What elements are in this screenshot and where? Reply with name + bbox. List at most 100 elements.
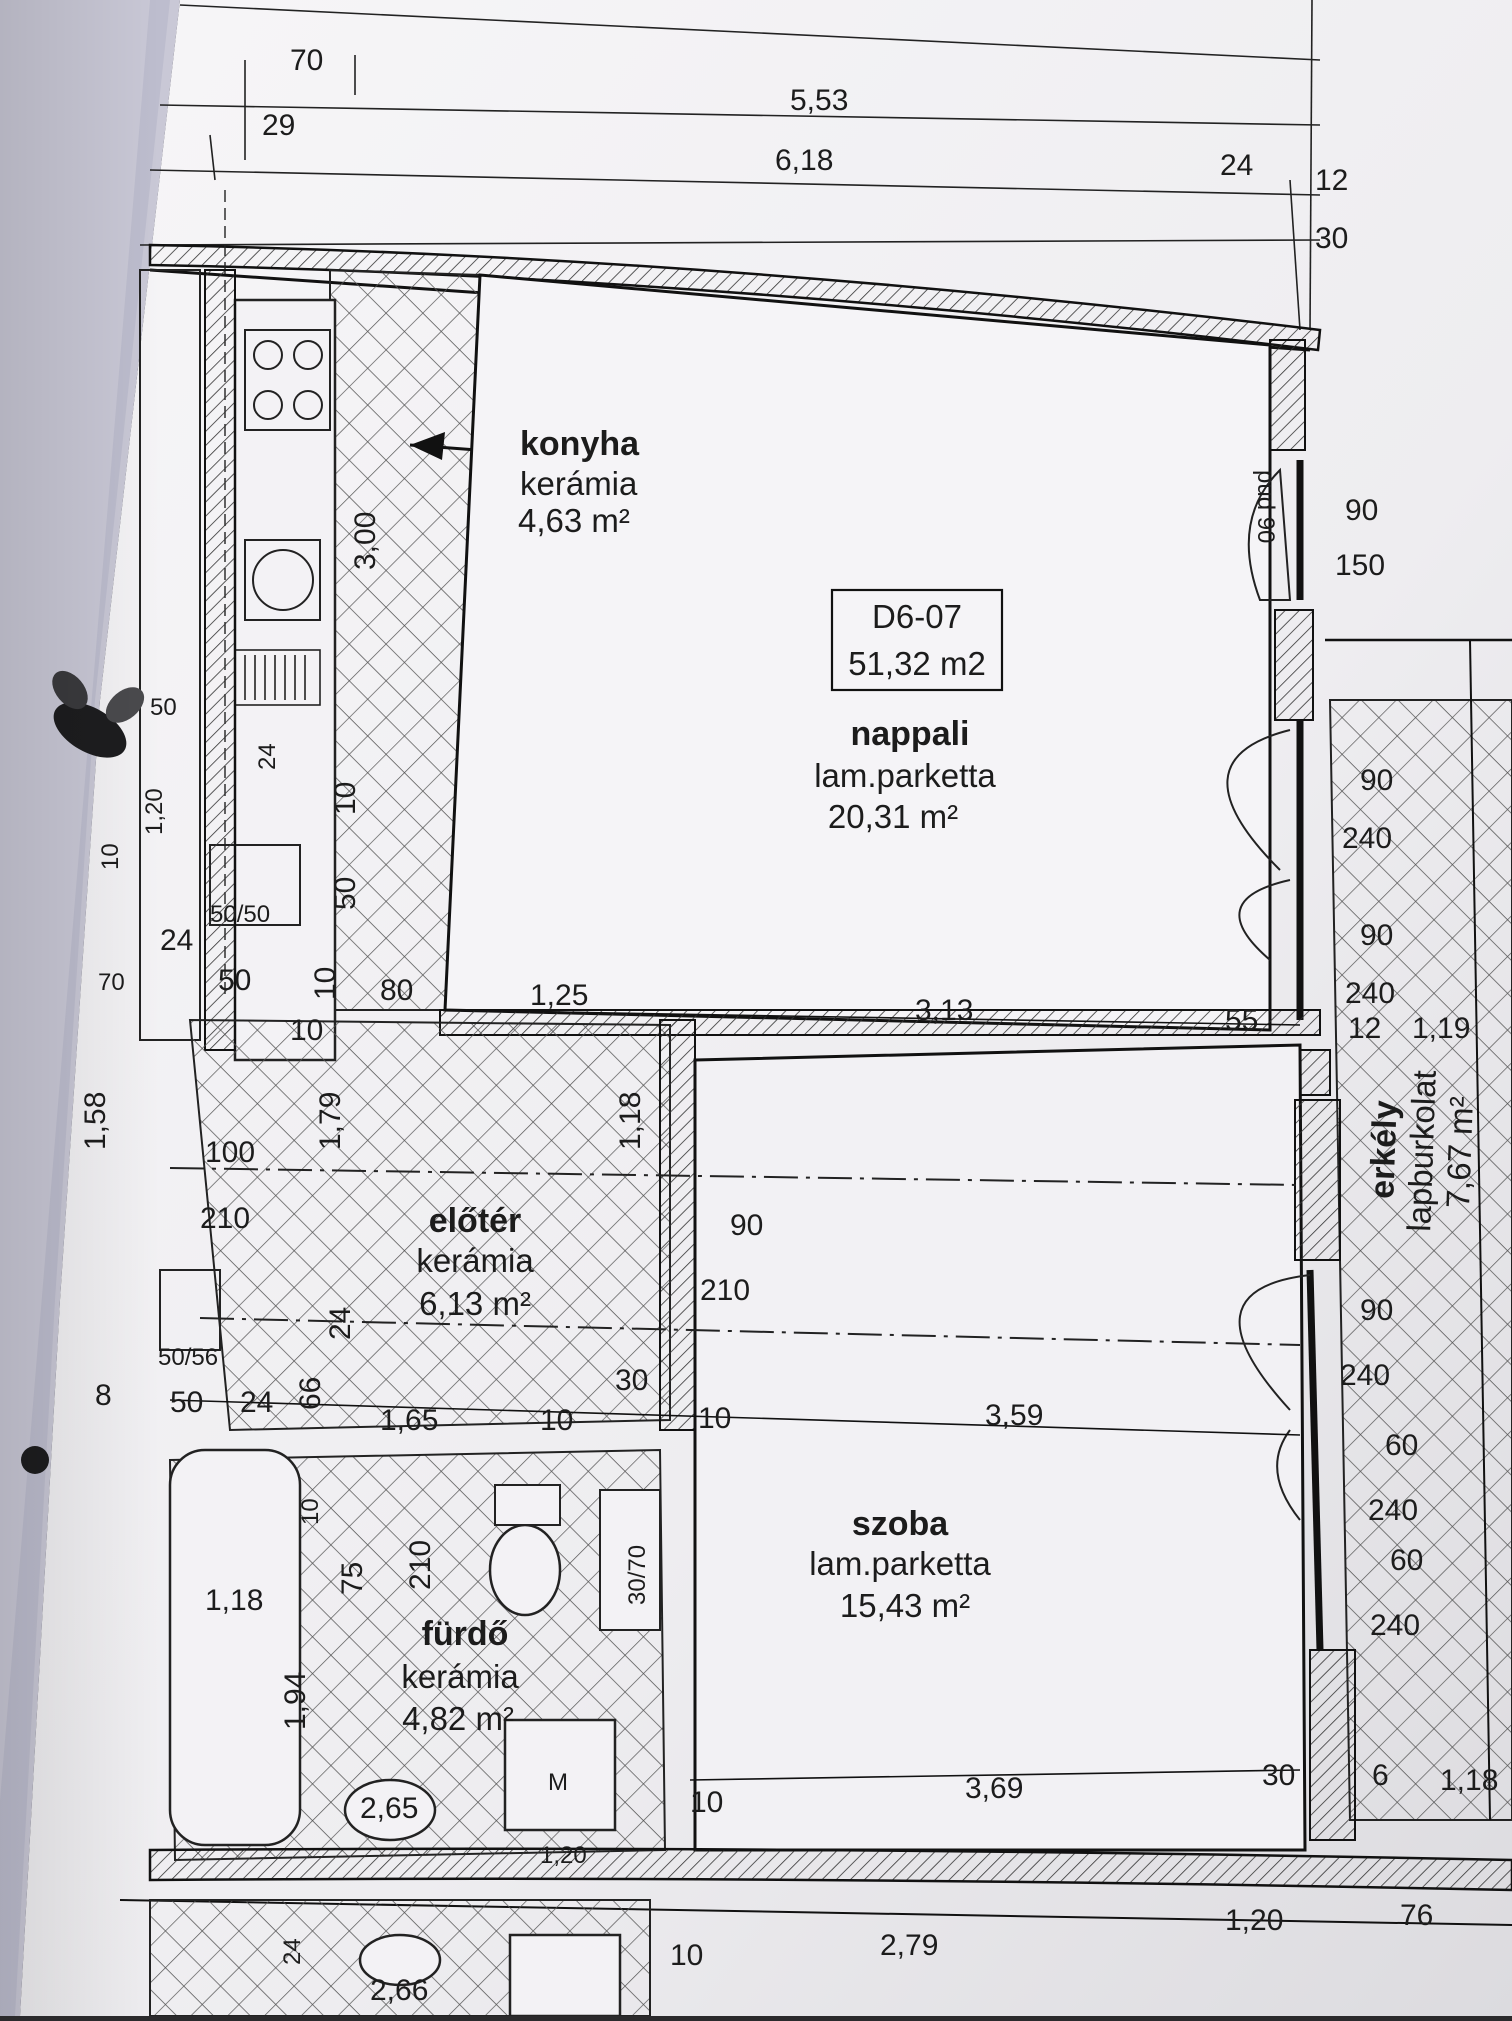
dim-hall-30: 30 xyxy=(615,1364,648,1397)
dim-bed-240: 240 xyxy=(1340,1359,1390,1392)
dim-top-553: 5,53 xyxy=(790,84,848,117)
room-floor-nappali: lam.parketta xyxy=(814,757,996,794)
dim-mid-119: 1,19 xyxy=(1412,1012,1470,1045)
room-name-furdo: fürdő xyxy=(422,1615,509,1653)
room-name-nappali: nappali xyxy=(850,715,969,753)
room-name-eloter: előtér xyxy=(429,1202,522,1240)
room-area-furdo: 4,82 m² xyxy=(402,1700,514,1737)
arrow-icon xyxy=(410,432,445,460)
room-floor-erkely: lapburkolat xyxy=(1400,1070,1443,1233)
dim-bath-165: 1,65 xyxy=(380,1404,438,1437)
dim-top-30: 30 xyxy=(1315,222,1348,255)
dim-left-179: 1,79 xyxy=(314,1092,347,1150)
dim-window-150: 150 xyxy=(1335,549,1385,582)
room-area-nappali: 20,31 m² xyxy=(828,798,958,835)
dim-door-240b: 240 xyxy=(1345,977,1395,1010)
dim-door-90b: 90 xyxy=(1360,919,1393,952)
bathtub-icon xyxy=(168,1448,302,1847)
stove-icon xyxy=(244,329,331,431)
room-name-konyha: konyha xyxy=(520,425,640,463)
dim-bath-10b: 10 xyxy=(698,1402,731,1435)
dim-kitchen-300: 3,00 xyxy=(349,512,382,570)
room-area-szoba: 15,43 m² xyxy=(840,1587,970,1624)
dim-left-210: 210 xyxy=(200,1202,250,1235)
dim-bed-60a: 60 xyxy=(1385,1429,1418,1462)
dim-top-29: 29 xyxy=(262,109,295,142)
bedroom xyxy=(693,1043,1307,1852)
dim-left-118: 1,18 xyxy=(614,1092,647,1150)
dim-bath-66: 66 xyxy=(294,1377,327,1410)
dim-mid-10a: 10 xyxy=(290,1014,323,1047)
dim-cabinet-5050: 50/50 xyxy=(210,901,270,928)
dim-bed-90: 90 xyxy=(1360,1294,1393,1327)
dim-bottom-118: 1,18 xyxy=(1440,1764,1498,1797)
dim-furdo-120: 1,20 xyxy=(540,1842,587,1869)
dim-hall-210: 210 xyxy=(700,1274,750,1307)
dim-left-100: 100 xyxy=(205,1136,255,1169)
kitchen-left-wall xyxy=(204,269,236,1051)
dim-furdo-118: 1,18 xyxy=(205,1584,263,1617)
balcony-floor xyxy=(1328,699,1512,1821)
dim-mid-80: 80 xyxy=(380,974,413,1007)
dim-bath-359: 3,59 xyxy=(985,1399,1043,1432)
dim-bath-8: 8 xyxy=(95,1379,112,1412)
dim-low-10: 10 xyxy=(670,1939,703,1972)
dim-low-279: 2,79 xyxy=(880,1929,938,1962)
unit-label-box xyxy=(830,588,1004,692)
dim-low-76: 76 xyxy=(1400,1899,1433,1932)
room-area-konyha: 4,63 m² xyxy=(518,502,630,539)
dim-furdo-265: 2,65 xyxy=(360,1792,418,1825)
room-floor-furdo: kerámia xyxy=(401,1658,519,1695)
dim-bed-60b: 60 xyxy=(1390,1544,1423,1577)
dim-bottom-6: 6 xyxy=(1372,1759,1389,1792)
dim-bed-240b: 240 xyxy=(1368,1494,1418,1527)
dim-left-10: 10 xyxy=(97,843,124,870)
dim-furdo-194: 1,94 xyxy=(279,1672,312,1730)
dimension-labels: 70 5,53 29 6,18 24 12 30 3,00 10 50 50/5… xyxy=(79,44,1498,2007)
room-name-erkely: erkély xyxy=(1363,1100,1404,1200)
sink-icon xyxy=(244,539,321,621)
dim-low-266: 2,66 xyxy=(370,1974,428,2007)
room-floor-szoba: lam.parketta xyxy=(809,1545,991,1582)
dim-left-50: 50 xyxy=(150,694,177,721)
washing-machine-icon xyxy=(503,1718,617,1832)
dim-mid-50: 50 xyxy=(218,964,251,997)
dim-top-70: 70 xyxy=(290,44,323,77)
dim-furdo-75: 75 xyxy=(336,1562,369,1595)
room-floor-eloter: kerámia xyxy=(416,1242,534,1279)
door-swing xyxy=(1226,729,1291,871)
dim-bath-10a: 10 xyxy=(540,1404,573,1437)
dim-bath-50: 50 xyxy=(170,1386,203,1419)
dim-furdo-10: 10 xyxy=(297,1498,324,1525)
dim-door-90a: 90 xyxy=(1360,764,1393,797)
bottom-wall xyxy=(148,1847,1512,1892)
room-name-szoba: szoba xyxy=(852,1505,949,1543)
dim-low-120: 1,20 xyxy=(1225,1904,1283,1937)
dim-left-24: 24 xyxy=(254,743,281,770)
dim-bottom-369: 3,69 xyxy=(965,1772,1023,1805)
dim-bottom-10: 10 xyxy=(690,1786,723,1819)
dim-left-158: 1,58 xyxy=(79,1092,112,1150)
dim-mid-125: 1,25 xyxy=(530,979,588,1012)
washbasin-icon xyxy=(343,1778,437,1842)
dim-bath-24: 24 xyxy=(240,1386,273,1419)
dim-kitchen-50: 50 xyxy=(329,877,362,910)
dim-furdo-m: M xyxy=(548,1769,568,1796)
dim-top-24: 24 xyxy=(1220,149,1253,182)
dim-left-120: 1,20 xyxy=(141,788,168,835)
top-dimension-lines xyxy=(139,0,1321,331)
room-area-erkely: 7,67 m² xyxy=(1439,1096,1480,1209)
dim-furdo-3070: 30/70 xyxy=(624,1545,651,1605)
dim-bed-240c: 240 xyxy=(1370,1609,1420,1642)
dim-window-90: 90 xyxy=(1345,494,1378,527)
dim-furdo-210: 210 xyxy=(404,1540,437,1590)
dim-left-70: 70 xyxy=(98,969,125,996)
dim-mid-55: 55 xyxy=(1225,1004,1258,1037)
dim-bath-5056: 50/56 xyxy=(158,1344,218,1371)
toilet-icon xyxy=(488,1523,562,1617)
dim-hall-90: 90 xyxy=(730,1209,763,1242)
room-floor-konyha: kerámia xyxy=(520,465,638,502)
dim-low-24: 24 xyxy=(279,1938,306,1965)
